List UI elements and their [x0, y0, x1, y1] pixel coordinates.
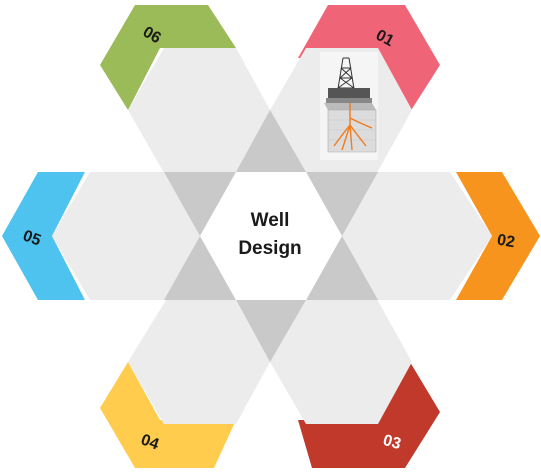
segment-03[interactable]: 03 — [298, 362, 440, 468]
segment-02[interactable]: 02 — [456, 172, 540, 300]
segment-04[interactable]: 04 — [100, 362, 236, 468]
segment-05-number: 05 — [21, 227, 44, 249]
segment-03-tip — [298, 362, 440, 468]
center-title-line2: Design — [238, 238, 301, 259]
segment-01-tip — [298, 5, 440, 112]
segment-02-tip — [456, 172, 540, 300]
segment-03-number: 03 — [381, 432, 403, 453]
drilling-rig-icon — [320, 52, 378, 160]
segment-04-tip — [100, 362, 236, 468]
center-hexagon — [200, 172, 342, 300]
segment-06-tip — [100, 5, 236, 110]
arm-04 — [128, 236, 270, 424]
segment-04-number: 04 — [139, 431, 162, 453]
segment-02-number: 02 — [496, 232, 517, 252]
segment-06-number: 06 — [140, 24, 164, 48]
segment-01-number: 01 — [373, 27, 397, 50]
segment-05-tip — [2, 172, 85, 300]
segment-01[interactable]: 01 — [298, 5, 440, 112]
segment-06[interactable]: 06 — [100, 5, 236, 110]
center-title-line1: Well — [251, 210, 290, 231]
inner-triangles — [164, 110, 378, 362]
segment-05[interactable]: 05 — [2, 172, 85, 300]
